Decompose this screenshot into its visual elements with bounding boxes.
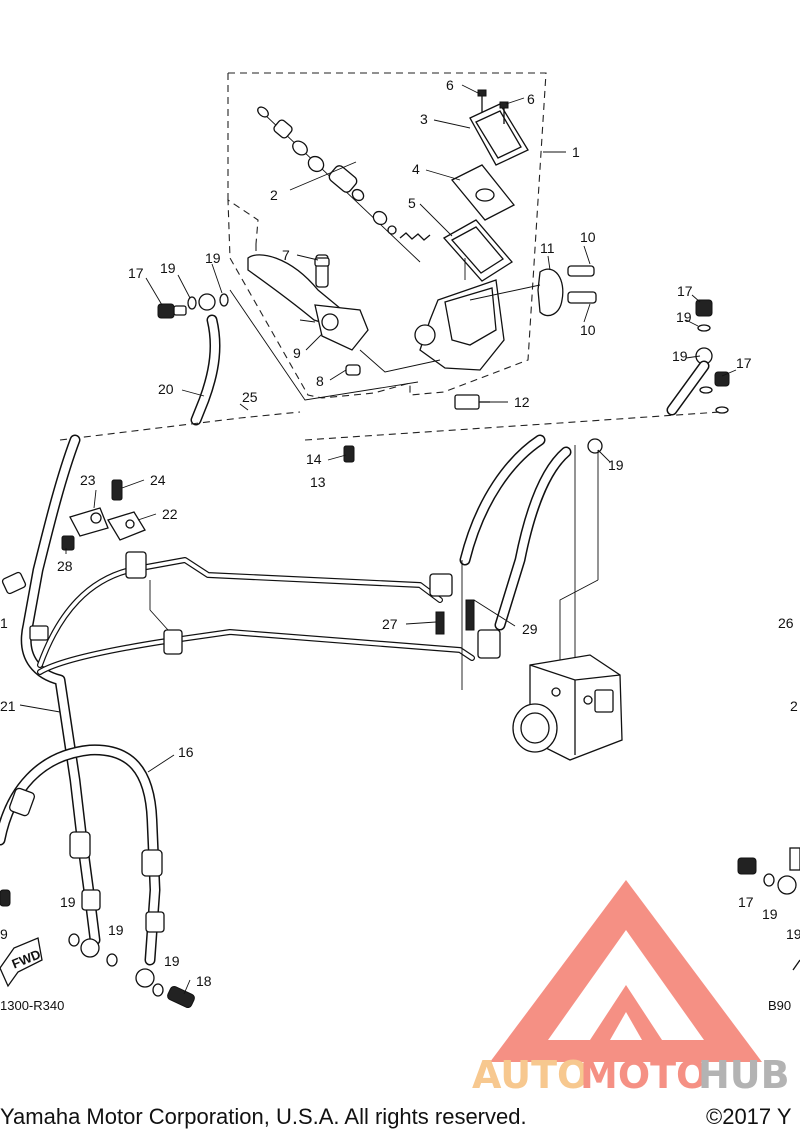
callout-21: 21 <box>0 698 16 714</box>
callout-19-b: 19 <box>205 250 221 266</box>
hose-clamp-left <box>29 625 49 641</box>
bolt-29 <box>465 599 475 631</box>
hose-fitting-d <box>145 911 165 933</box>
callout-25: 25 <box>242 389 258 405</box>
frame-line-right <box>304 411 721 441</box>
hose-fitting-e <box>8 787 36 817</box>
lever-outline-lead <box>229 289 419 401</box>
lever-pivot-lead <box>359 349 441 373</box>
callout-13: 13 <box>310 474 326 490</box>
watermark-moto: MOTO <box>580 1053 708 1097</box>
callout-19-a: 19 <box>160 260 176 276</box>
callout-10-a: 10 <box>580 229 596 245</box>
left-upper-union <box>157 293 229 319</box>
brake-lever <box>247 254 369 351</box>
callout-29: 29 <box>522 621 538 637</box>
callout-17-b: 17 <box>677 283 693 299</box>
callout-9-left-edge: 9 <box>0 926 8 942</box>
right-lower-parts <box>737 847 800 971</box>
watermark-auto: AUTO <box>472 1053 589 1097</box>
pipe-clamp-upper <box>125 551 147 579</box>
footer-copyright: Yamaha Motor Corporation, U.S.A. All rig… <box>0 1104 527 1129</box>
callout-14: 14 <box>306 451 322 467</box>
callout-28: 28 <box>57 558 73 574</box>
callout-1-right-edge: 19 <box>786 926 800 942</box>
callout-23: 23 <box>80 472 96 488</box>
ref-code-right: B90 <box>768 998 791 1013</box>
callout-17-c: 17 <box>736 355 752 371</box>
callout-12: 12 <box>514 394 530 410</box>
callout-partial-left: 1 <box>0 615 8 631</box>
hose-fitting-b <box>141 849 163 877</box>
hose-fitting-a <box>69 831 91 859</box>
callout-8: 8 <box>316 373 324 389</box>
pipe-clamp-lower <box>163 629 183 655</box>
callout-6-b: 6 <box>527 91 535 107</box>
callout-26: 26 <box>778 615 794 631</box>
callout-4: 4 <box>412 161 420 177</box>
callout-20: 20 <box>158 381 174 397</box>
automotohub-watermark: AUTO MOTO HUB <box>472 880 790 1097</box>
callout-27: 27 <box>382 616 398 632</box>
callout-17-d: 17 <box>738 894 754 910</box>
reservoir-cap-parts <box>442 89 529 282</box>
callout-16: 16 <box>178 744 194 760</box>
callout-2: 2 <box>270 187 278 203</box>
left-edge-clamp <box>1 571 27 595</box>
callout-10-b: 10 <box>580 322 596 338</box>
callout-22: 22 <box>162 506 178 522</box>
hose-bracket <box>61 479 146 551</box>
bolt-27 <box>435 611 445 635</box>
callout-6-a: 6 <box>446 77 454 93</box>
fasteners-top <box>314 257 361 463</box>
callout-9: 9 <box>293 345 301 361</box>
callout-7: 7 <box>282 247 290 263</box>
callout-24: 24 <box>150 472 166 488</box>
callout-17-a: 17 <box>128 265 144 281</box>
callout-labels: 1 2 3 4 5 6 6 7 8 9 10 10 11 12 13 14 16… <box>0 77 800 989</box>
abs-hydraulic-unit <box>512 654 623 761</box>
piston-kit <box>257 106 431 263</box>
right-upper-union <box>695 299 730 414</box>
watermark-hub: HUB <box>698 1053 790 1097</box>
frame-line-left <box>59 411 301 441</box>
master-cylinder-boundary <box>227 72 547 399</box>
callout-19-f: 19 <box>60 894 76 910</box>
callout-19-g: 19 <box>108 922 124 938</box>
callout-2-right-edge: 2 <box>790 698 798 714</box>
callout-1: 1 <box>572 144 580 160</box>
callout-19-h: 19 <box>164 953 180 969</box>
joint-block-upper <box>429 573 453 597</box>
hose-fitting-c <box>81 889 101 911</box>
lower-union-parts <box>0 889 195 1009</box>
holder-clamp <box>469 265 597 317</box>
callout-18: 18 <box>196 973 212 989</box>
callout-19-i: 19 <box>762 906 778 922</box>
fwd-arrow: FWD <box>0 937 43 988</box>
joint-block-lower <box>477 629 501 659</box>
callout-19-e: 19 <box>608 457 624 473</box>
callout-5: 5 <box>408 195 416 211</box>
callout-19-c: 19 <box>676 309 692 325</box>
ref-code-left: 1300-R340 <box>0 998 64 1013</box>
callout-19-d: 19 <box>672 348 688 364</box>
footer-year: ©2017 Y <box>706 1104 792 1129</box>
callout-11: 11 <box>540 240 555 256</box>
washer-19-right <box>587 438 603 454</box>
callout-leaders <box>19 84 737 995</box>
master-cylinder-body <box>414 258 505 371</box>
callout-3: 3 <box>420 111 428 127</box>
